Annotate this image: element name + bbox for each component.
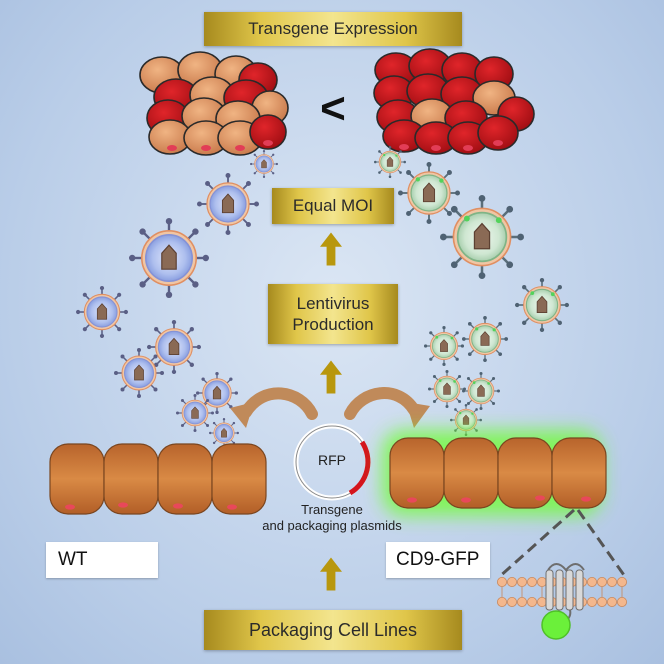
wt-virus-8 [176,394,214,432]
wt-label-box: WT [46,542,158,578]
lentivirus-production-box: Lentivirus Production [268,284,398,344]
cd9-cell-nuclei [407,495,591,503]
lentivirus-label-line2: Production [292,315,374,334]
wt-transduced-cell-cluster [139,51,289,156]
cd9-virus-3 [440,195,524,279]
cd9-gfp-label: CD9-GFP [396,549,480,570]
cd9-packaging-cells [389,437,607,509]
arrow-up-to-equal-moi [320,232,342,266]
packaging-cell-lines-box: Packaging Cell Lines [204,610,462,650]
wt-virus-1 [250,150,278,178]
arrow-up-from-packaging [320,557,342,591]
cd9-virus-2 [398,162,460,224]
equal-moi-label: Equal MOI [292,196,374,215]
cd9-virus-4 [515,278,569,332]
plasmid-caption-line1: Transgene [301,502,363,517]
curved-arrow-to-cd9 [344,387,430,428]
wt-cluster-nuclei [167,140,273,151]
zoom-lines [496,508,628,580]
equal-moi-box: Equal MOI [272,188,394,224]
wt-virus-3 [129,218,209,298]
cd9-virus-8 [462,372,500,410]
curved-arrow-to-wt [230,387,318,428]
wt-label: WT [58,549,88,570]
membrane-bilayer [496,563,628,625]
cd9-virus-1 [374,146,406,178]
packaging-cell-lines-label: Packaging Cell Lines [248,619,418,640]
wt-virus-5 [147,320,201,374]
cd9-cluster-nuclei [399,140,503,151]
plasmid-rfp-label: RFP [318,452,346,468]
comparison-symbol: < [320,84,346,133]
cd9-virus-5 [462,316,508,362]
wt-virus-2 [197,173,259,235]
arrow-up-to-production [320,360,342,394]
wt-cell-nuclei [65,502,237,510]
rfp-plasmid [293,423,371,501]
cd9-virus-6 [424,326,464,366]
plasmid-caption-line2: and packaging plasmids [262,518,402,533]
cd9-gfp-label-box: CD9-GFP [386,542,490,578]
wt-packaging-cells [49,443,267,515]
cd9-transduced-cell-cluster [373,48,535,155]
cd9-virus-7 [428,370,466,408]
lentivirus-label-line1: Lentivirus [296,294,370,313]
cd9-protein [545,563,585,625]
transgene-expression-label: Transgene Expression [248,19,418,38]
gfp-tag [541,610,571,640]
transgene-expression-box: Transgene Expression [204,12,462,46]
wt-virus-4 [76,286,128,338]
wt-virus-6 [114,348,164,398]
